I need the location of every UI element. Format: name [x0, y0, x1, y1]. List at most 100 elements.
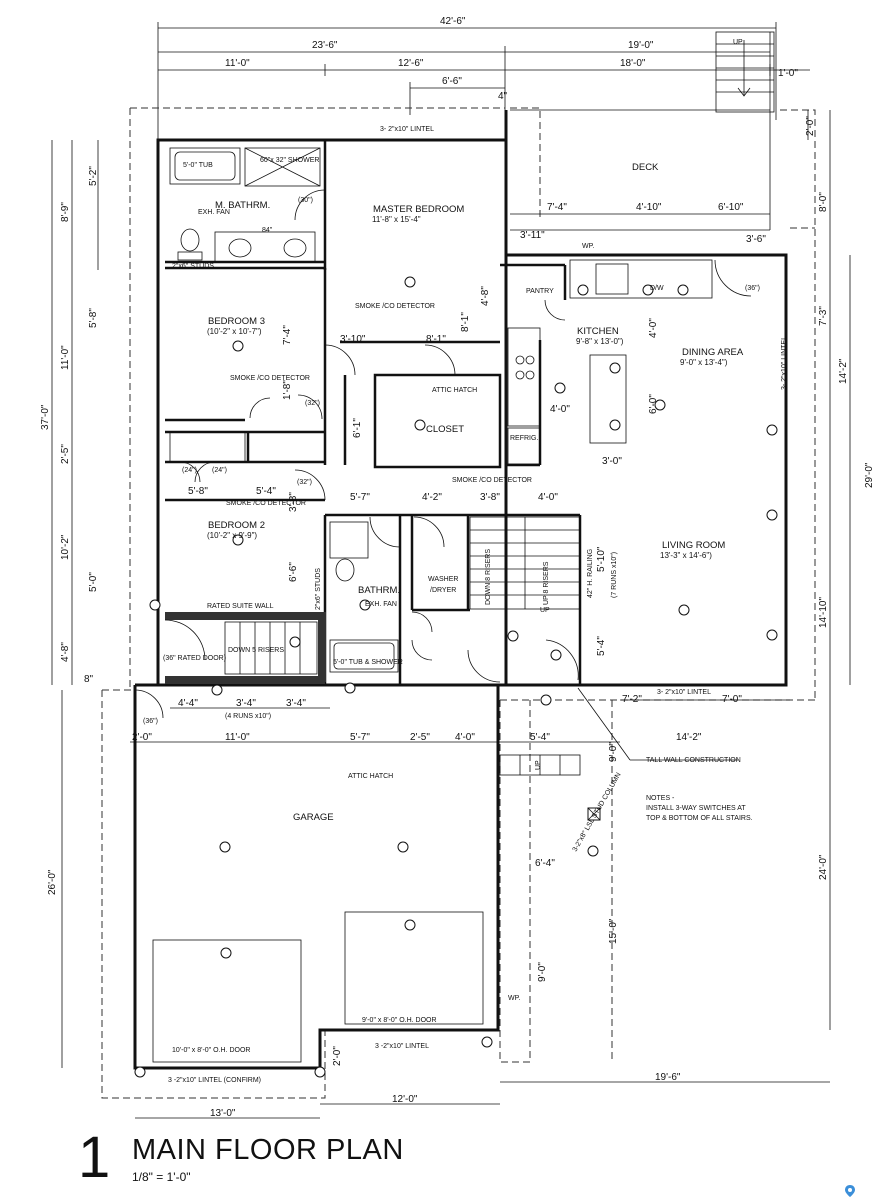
- title-block: 1 MAIN FLOOR PLAN 1/8" = 1'-0": [78, 1128, 578, 1194]
- dim-4-0v: 4'-0": [648, 318, 659, 338]
- location-pin-icon: [845, 1185, 855, 1197]
- room-bedroom3: BEDROOM 3: [208, 316, 265, 327]
- dim-5-7: 5'-7": [350, 492, 370, 503]
- dim-5-4g: 5'-4": [530, 732, 550, 743]
- label-tall-wall: TALL WALL CONSTRUCTION: [646, 757, 741, 764]
- label-rated-suite-wall: RATED SUITE WALL: [207, 603, 274, 610]
- dim-9-0: 9'-0": [608, 742, 619, 762]
- room-refrig: REFRIG.: [510, 435, 538, 442]
- dim-26-0: 26'-0": [47, 869, 58, 895]
- dim-18-0: 18'-0": [620, 58, 646, 69]
- label-wp-1: WP.: [582, 243, 594, 250]
- dim-2-0: 2'-0": [132, 732, 152, 743]
- fixtures: [152, 147, 738, 1063]
- dim-15-0: 15'-0": [608, 918, 619, 944]
- label-up-8-risers: UP 8 RISERS: [543, 561, 550, 605]
- label-vanity-width: 84": [262, 227, 273, 234]
- room-master-bedroom: MASTER BEDROOM: [373, 204, 464, 215]
- dim-4: 4": [498, 91, 508, 102]
- dim-4-0g: 4'-0": [455, 732, 475, 743]
- room-deck: DECK: [632, 162, 659, 173]
- dim-19-6: 19'-6": [655, 1072, 681, 1083]
- dim-3-4b: 3'-4": [286, 698, 306, 709]
- label-smoke-detector-4: SMOKE /CO DETECTOR: [226, 500, 306, 507]
- label-attic-hatch-house: ATTIC HATCH: [432, 387, 477, 394]
- room-labels: MASTER BEDROOM 11'-8" x 15'-4" M. BATHRM…: [207, 162, 744, 823]
- dim-5-4: 5'-4": [256, 486, 276, 497]
- dim-4-8k: 4'-8": [480, 286, 491, 306]
- room-closet: CLOSET: [426, 424, 464, 435]
- dim-11-0: 11'-0": [225, 58, 250, 69]
- room-bedroom2-size: (10'-2" x 9'-9"): [207, 531, 257, 540]
- label-down-5-risers: DOWN 5 RISERS: [228, 647, 284, 654]
- dim-1-0: 1'-0": [778, 68, 798, 79]
- dim-7-3: 7'-3": [818, 306, 829, 326]
- deck-stairs: UP: [715, 31, 775, 113]
- top-dimensions: 42'-6" 23'-6" 19'-0" 11'-0" 12'-6" 18'-0…: [157, 16, 810, 140]
- label-tub: 5'-0" TUB: [183, 162, 213, 169]
- label-door-closet-b: (24"): [212, 467, 227, 474]
- label-smoke-detector-2: SMOKE /CO DETECTOR: [230, 375, 310, 382]
- label-door-bed2: (32"): [297, 479, 312, 486]
- room-kitchen: KITCHEN: [577, 326, 619, 337]
- label-four-runs: (4 RUNS x10"): [225, 713, 271, 720]
- label-wp-2: WP.: [508, 995, 520, 1002]
- dim-3-8: 3'-8": [480, 492, 500, 503]
- dim-3-4a: 3'-4": [236, 698, 256, 709]
- label-railing: 42" H. RAILING: [587, 549, 594, 598]
- dim-4-4: 4'-4": [178, 698, 198, 709]
- label-column: 3-2"x8" LSL STUD COLUMN: [572, 772, 623, 853]
- room-dining-size: 9'-0" x 13'-4"): [680, 358, 728, 367]
- dim-5-8v: 5'-8": [88, 308, 99, 328]
- dim-11-0v: 11'-0": [60, 345, 71, 370]
- dim-7-0: 7'-0": [722, 694, 742, 705]
- label-door-closet-a: (24"): [182, 467, 197, 474]
- label-lintel-garage-left: 3 -2"x10" LINTEL (CONFIRM): [168, 1077, 261, 1084]
- label-door-garage: (36"): [143, 718, 158, 725]
- label-rated-door: (36" RATED DOOR): [163, 655, 226, 662]
- label-smoke-detector-3: SMOKE /CO DETECTOR: [452, 477, 532, 484]
- label-shower: 60"x 32" SHOWER: [260, 157, 319, 164]
- annotations: 5'-0" TUB 60"x 32" SHOWER EXH. FAN 84" 2…: [143, 126, 760, 1084]
- room-master-bedroom-size: 11'-8" x 15'-4": [372, 215, 421, 224]
- room-dining: DINING AREA: [682, 347, 744, 358]
- dim-24-0: 24'-0": [818, 854, 829, 880]
- dim-4-0k: 4'-0": [550, 404, 570, 415]
- room-garage: GARAGE: [293, 812, 334, 823]
- dim-5-7g: 5'-7": [350, 732, 370, 743]
- dim-7-4: 7'-4": [547, 202, 567, 213]
- dim-12-0: 12'-0": [392, 1094, 418, 1105]
- room-living-size: 13'-3" x 14'-6"): [660, 551, 712, 560]
- dim-7-2: 7'-2": [622, 694, 642, 705]
- dim-3-6: 3'-6": [746, 234, 766, 245]
- dim-5-8: 5'-8": [188, 486, 208, 497]
- dim-12-6: 12'-6": [398, 58, 424, 69]
- dim-5-4v: 5'-4": [596, 636, 607, 656]
- dim-top-left: 23'-6": [312, 40, 338, 51]
- dim-8: 8": [84, 674, 94, 685]
- dim-6-1: 6'-1": [352, 418, 363, 438]
- label-oh-door-left: 10'-0" x 8'-0" O.H. DOOR: [172, 1047, 250, 1054]
- label-notes-line2: TOP & BOTTOM OF ALL STAIRS.: [646, 815, 753, 822]
- interior-dimensions: 7'-4" 3'-10" 8'-1" 8'-1" 4'-8" 6'-1" 4'-…: [188, 286, 659, 656]
- dim-3-8v: 3'-8": [288, 492, 299, 512]
- plan-title: MAIN FLOOR PLAN: [132, 1134, 404, 1166]
- dim-overall-width: 42'-6": [440, 16, 466, 27]
- label-studs-2x6: 2"x6" STUDS: [172, 263, 214, 270]
- dim-8-1v: 8'-1": [460, 312, 471, 332]
- dim-8-1: 8'-1": [426, 334, 446, 345]
- label-studs-2x6-v: 2"x6" STUDS: [315, 568, 322, 610]
- room-living: LIVING ROOM: [662, 540, 725, 551]
- label-lintel-garage-right: 3 -2"x10" LINTEL: [375, 1043, 429, 1050]
- dim-5-2: 5'-2": [88, 166, 99, 186]
- dim-2-0g: 2'-0": [332, 1046, 343, 1066]
- dim-11-0g: 11'-0": [225, 732, 250, 743]
- label-notes-line1: INSTALL 3-WAY SWITCHES AT: [646, 805, 746, 812]
- label-down-8-risers: DOWN 8 RISERS: [485, 549, 492, 605]
- label-door-deck: (36"): [745, 285, 760, 292]
- dim-1-8: 1'-8": [282, 380, 293, 400]
- dim-4-8: 4'-8": [60, 642, 71, 662]
- label-lintel-master: 3- 2"x10" LINTEL: [380, 126, 434, 133]
- dim-5-0v: 5'-0": [88, 572, 99, 592]
